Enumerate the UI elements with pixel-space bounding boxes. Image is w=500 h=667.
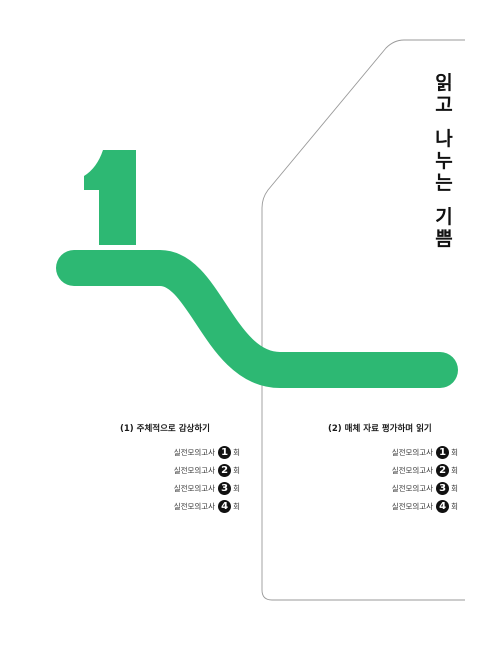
title-char: 쁨 <box>435 228 453 250</box>
item-label: 실전모의고사 <box>391 483 434 493</box>
number-badge: 3 <box>218 481 232 495</box>
item-label: 실전모의고사 <box>173 483 216 493</box>
item-suffix: 회 <box>233 465 240 475</box>
number-badge: 1 <box>218 445 232 459</box>
item-suffix: 회 <box>451 447 458 457</box>
item-label: 실전모의고사 <box>391 465 434 475</box>
page-outline <box>261 39 465 601</box>
item-suffix: 회 <box>451 483 458 493</box>
section-heading: (1) 주체적으로 감상하기 <box>120 424 210 434</box>
item-label: 실전모의고사 <box>173 501 216 511</box>
item-suffix: 회 <box>233 501 240 511</box>
number-badge: 2 <box>436 463 450 477</box>
section-heading: (2) 매체 자료 평가하며 읽기 <box>328 424 432 434</box>
item-label: 실전모의고사 <box>391 501 434 511</box>
number-badge: 3 <box>436 481 450 495</box>
big-number-one <box>84 150 136 245</box>
item-label: 실전모의고사 <box>391 447 434 457</box>
number-badge: 4 <box>218 499 232 513</box>
item-suffix: 회 <box>451 465 458 475</box>
item-label: 실전모의고사 <box>173 447 216 457</box>
item-label: 실전모의고사 <box>173 465 216 475</box>
title-char: 고 <box>435 94 453 116</box>
title-char: 나 <box>435 128 453 150</box>
title-char: 기 <box>435 206 453 228</box>
green-swoosh <box>56 250 458 388</box>
title-char: 누 <box>435 150 453 172</box>
item-suffix: 회 <box>451 501 458 511</box>
title-char: 는 <box>435 172 453 194</box>
item-suffix: 회 <box>233 483 240 493</box>
title-char: 읽 <box>435 72 453 94</box>
number-badge: 2 <box>218 463 232 477</box>
item-suffix: 회 <box>233 447 240 457</box>
number-badge: 1 <box>436 445 450 459</box>
number-badge: 4 <box>436 499 450 513</box>
